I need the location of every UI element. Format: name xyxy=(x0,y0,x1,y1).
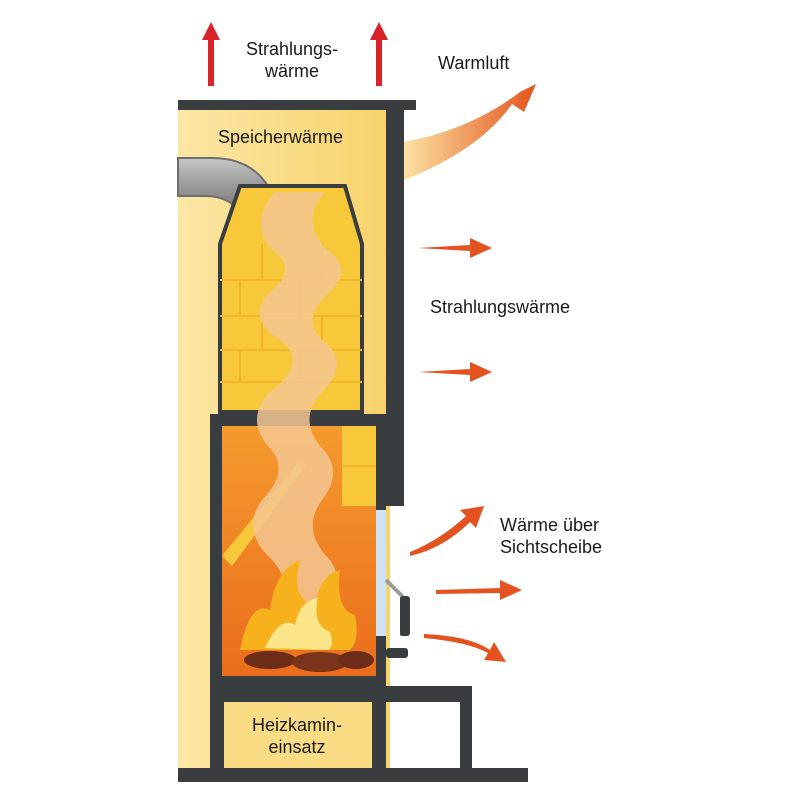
flames xyxy=(240,560,357,650)
warm-air-flow xyxy=(404,84,536,180)
radiant-heat-arrows-top xyxy=(202,22,388,86)
right-wall xyxy=(386,108,404,506)
label-fireplace-insert-line2: einsatz xyxy=(268,737,326,757)
base-leg-right xyxy=(460,702,472,772)
label-storage-heat: Speicherwärme xyxy=(218,127,344,147)
door-handle-grip xyxy=(400,596,410,636)
label-radiant-heat-top: Strahlungs- wärme xyxy=(232,38,352,82)
base-compartment xyxy=(214,702,380,768)
label-heat-via-glass-line2: Sichtscheibe xyxy=(500,537,603,557)
label-fireplace-insert-line1: Heizkamin- xyxy=(251,715,343,735)
label-radiant-heat-top-line1: Strahlungs- xyxy=(245,39,339,59)
label-heat-via-glass: Wärme über Sichtscheibe xyxy=(500,514,602,558)
base-leg-middle xyxy=(372,702,386,772)
viewing-glass xyxy=(376,510,386,636)
floor xyxy=(178,768,528,782)
label-heat-via-glass-line1: Wärme über xyxy=(500,515,600,535)
flame-core xyxy=(265,598,333,650)
label-radiant-heat-top-line2: wärme xyxy=(264,61,319,81)
label-fireplace-insert: Heizkamin- einsatz xyxy=(236,714,358,758)
top-cover-plate xyxy=(178,100,416,110)
label-warm-air: Warmluft xyxy=(438,53,510,73)
smoke-plume xyxy=(253,192,342,620)
firewood-logs xyxy=(244,651,374,672)
radiant-heat-arrows-side xyxy=(418,238,492,382)
air-control-lever xyxy=(386,648,408,658)
glass-heat-arrows xyxy=(410,506,522,662)
base-leg-left xyxy=(210,702,224,772)
air-vent-slots xyxy=(386,144,406,174)
label-radiant-heat-side: Strahlungswärme xyxy=(430,297,571,317)
base-frame xyxy=(210,686,472,702)
